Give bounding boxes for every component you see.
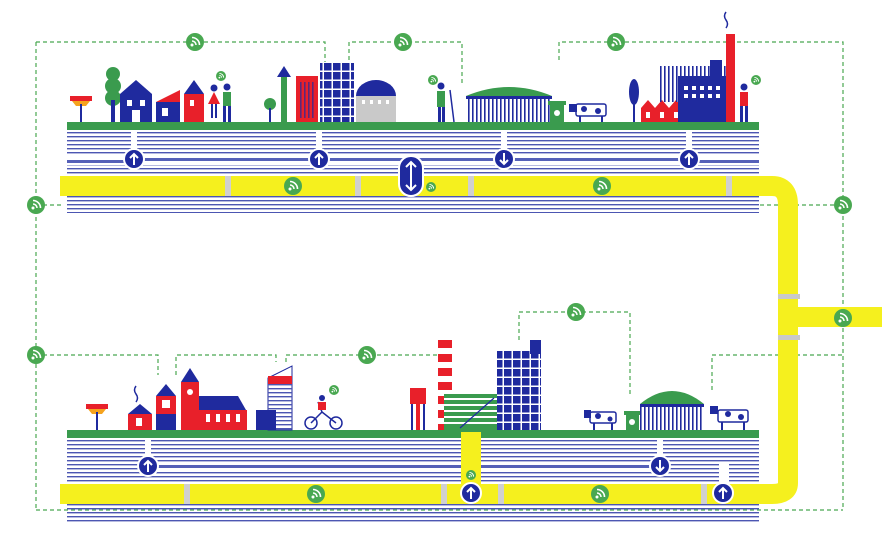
cow-icon [710, 406, 749, 430]
wifi-signal-icon [566, 302, 586, 322]
wifi-signal-icon [26, 345, 46, 365]
recycle-bin-icon [548, 101, 566, 122]
flow-up-icon [460, 482, 482, 504]
parasol-icon [86, 404, 108, 430]
worker-icon [740, 83, 748, 122]
flow-up-icon [123, 148, 145, 170]
heat-storage-icon [444, 394, 498, 430]
bottom-heat-pipe [60, 432, 758, 504]
church-icon [156, 368, 247, 430]
house-icon [128, 385, 152, 430]
dome-building-icon [356, 80, 396, 122]
wifi-signal-icon [357, 345, 377, 365]
wifi-signal-icon [592, 176, 612, 196]
top-buildings [70, 11, 762, 123]
wifi-signal-icon [185, 32, 205, 52]
bottom-connectors [145, 438, 729, 484]
people-icon [208, 83, 231, 122]
wifi-signal-icon [606, 32, 626, 52]
main-connecting-pipe [758, 176, 882, 504]
factory-icon [660, 11, 735, 122]
biogas-plant-icon [640, 391, 704, 430]
office-tower-icon [256, 365, 293, 431]
flow-up-icon [308, 148, 330, 170]
flow-up-icon [712, 482, 734, 504]
cyclist-icon [304, 395, 343, 430]
cow-icon [569, 103, 607, 122]
flow-down-icon [493, 148, 515, 170]
biogas-plant-icon [466, 87, 552, 122]
top-ground [67, 122, 759, 130]
wifi-signal-icon [283, 176, 303, 196]
wifi-signal-icon [425, 181, 437, 193]
wifi-signal-icon [590, 484, 610, 504]
flow-up-icon [678, 148, 700, 170]
house-icon [120, 80, 152, 122]
water-tower-icon [410, 388, 426, 430]
cow-icon [584, 410, 617, 430]
bottom-buildings [86, 340, 749, 431]
wifi-signal-icon [833, 308, 853, 328]
house-icon [184, 80, 204, 122]
bottom-ground [67, 430, 759, 438]
flow-up-icon [137, 455, 159, 477]
tree-icon [105, 67, 121, 122]
recycle-bin-icon [624, 411, 641, 430]
wifi-signal-icon [465, 469, 477, 481]
tree-icon [629, 79, 639, 122]
farmer-icon [437, 82, 455, 123]
wifi-signal-icon [833, 195, 853, 215]
bidirectional-storage-icon [398, 155, 424, 197]
wifi-signal-icon [306, 484, 326, 504]
flow-down-icon [649, 455, 671, 477]
bottom-pipe-corridor [67, 437, 759, 522]
house-icon [156, 90, 180, 122]
tower-icon [277, 66, 291, 122]
parasol-icon [70, 96, 92, 122]
wifi-signal-icon [393, 32, 413, 52]
tree-icon [264, 98, 276, 122]
office-tower-icon [497, 340, 541, 430]
office-building-icon [296, 76, 318, 122]
office-tower-icon [320, 62, 354, 122]
wifi-signal-icon [26, 195, 46, 215]
